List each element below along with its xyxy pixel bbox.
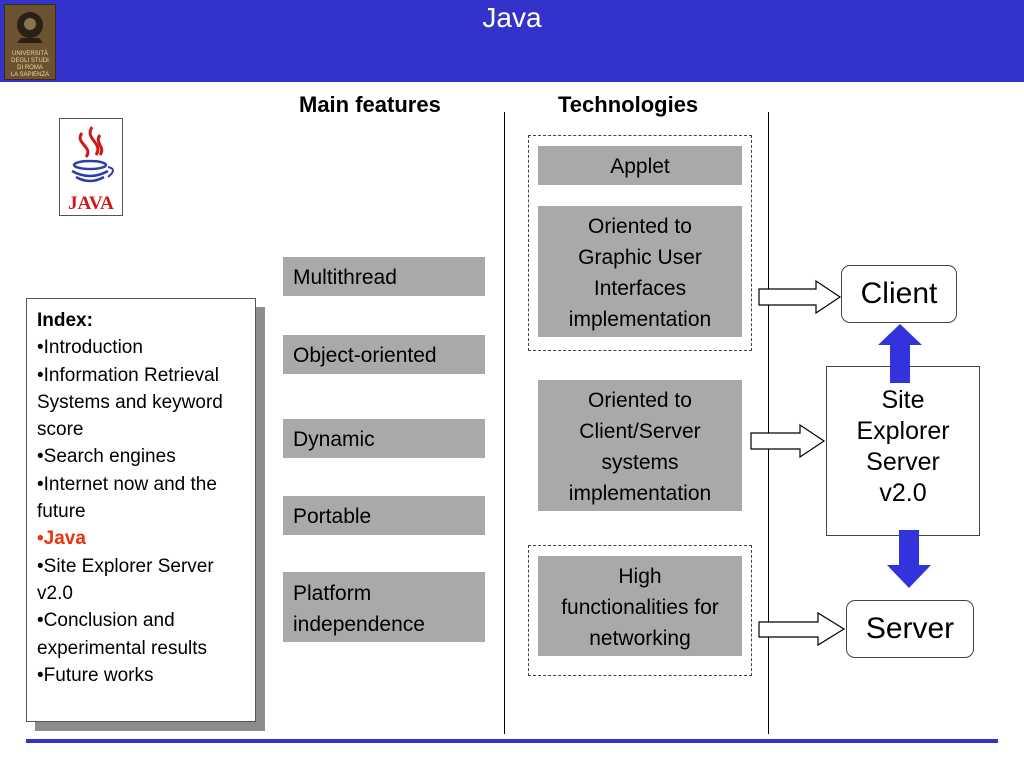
arrow-to-server xyxy=(758,611,846,647)
site-explorer-server-box: Site Explorer Server v2.0 xyxy=(826,366,980,536)
index-heading: Index: xyxy=(37,310,93,331)
feature-multithread: Multithread xyxy=(282,256,486,297)
java-logo-text: JAVA xyxy=(68,193,114,214)
index-item-information-retrieval[interactable]: •Information Retrieval Systems and keywo… xyxy=(37,364,223,441)
tech-applet: Applet xyxy=(537,145,743,186)
server-box: Server xyxy=(846,600,974,658)
technologies-heading: Technologies xyxy=(558,92,699,117)
university-line-4: LA SAPIENZA xyxy=(11,72,49,78)
index-item-introduction[interactable]: •Introduction xyxy=(37,337,143,359)
slide-title: Java xyxy=(482,2,542,33)
java-coffee-cup-icon: JAVA xyxy=(59,118,123,216)
index-item-java[interactable]: •Java xyxy=(37,528,86,550)
index-item-future-works[interactable]: •Future works xyxy=(37,664,154,686)
index-item-search-engines[interactable]: •Search engines xyxy=(37,446,176,468)
arrow-to-site-explorer xyxy=(750,423,826,459)
index-panel: Index: •Introduction •Information Retrie… xyxy=(26,298,256,722)
blue-arrow-down xyxy=(887,530,931,588)
feature-object-oriented: Object-oriented xyxy=(282,334,486,375)
university-seal-icon: UNIVERSITÀ DEGLI STUDI DI ROMA LA SAPIEN… xyxy=(4,4,56,80)
column-divider-left xyxy=(504,112,505,734)
footer-line xyxy=(26,739,998,743)
blue-arrow-up xyxy=(878,324,922,383)
main-features-heading: Main features xyxy=(299,92,441,117)
index-item-site-explorer[interactable]: •Site Explorer Server v2.0 xyxy=(37,555,214,604)
feature-portable: Portable xyxy=(282,495,486,536)
feature-dynamic: Dynamic xyxy=(282,418,486,459)
networking-group xyxy=(528,545,752,676)
feature-platform-independence: Platform independence xyxy=(282,571,486,643)
university-line-2: DEGLI STUDI xyxy=(11,58,49,64)
arrow-to-client xyxy=(758,279,842,315)
index-item-internet-now[interactable]: •Internet now and the future xyxy=(37,473,217,523)
university-line-1: UNIVERSITÀ xyxy=(12,50,48,57)
client-box: Client xyxy=(841,265,957,323)
slide-header: UNIVERSITÀ DEGLI STUDI DI ROMA LA SAPIEN… xyxy=(0,0,1024,82)
index-item-conclusion[interactable]: •Conclusion and experimental results xyxy=(37,610,208,659)
column-divider-right xyxy=(768,112,769,734)
applet-group xyxy=(528,135,752,351)
tech-client-server: Oriented to Client/Server systems implem… xyxy=(537,379,743,512)
university-line-3: DI ROMA xyxy=(17,65,43,71)
tech-networking: High functionalities for networking xyxy=(537,555,743,657)
tech-gui: Oriented to Graphic User Interfaces impl… xyxy=(537,205,743,338)
